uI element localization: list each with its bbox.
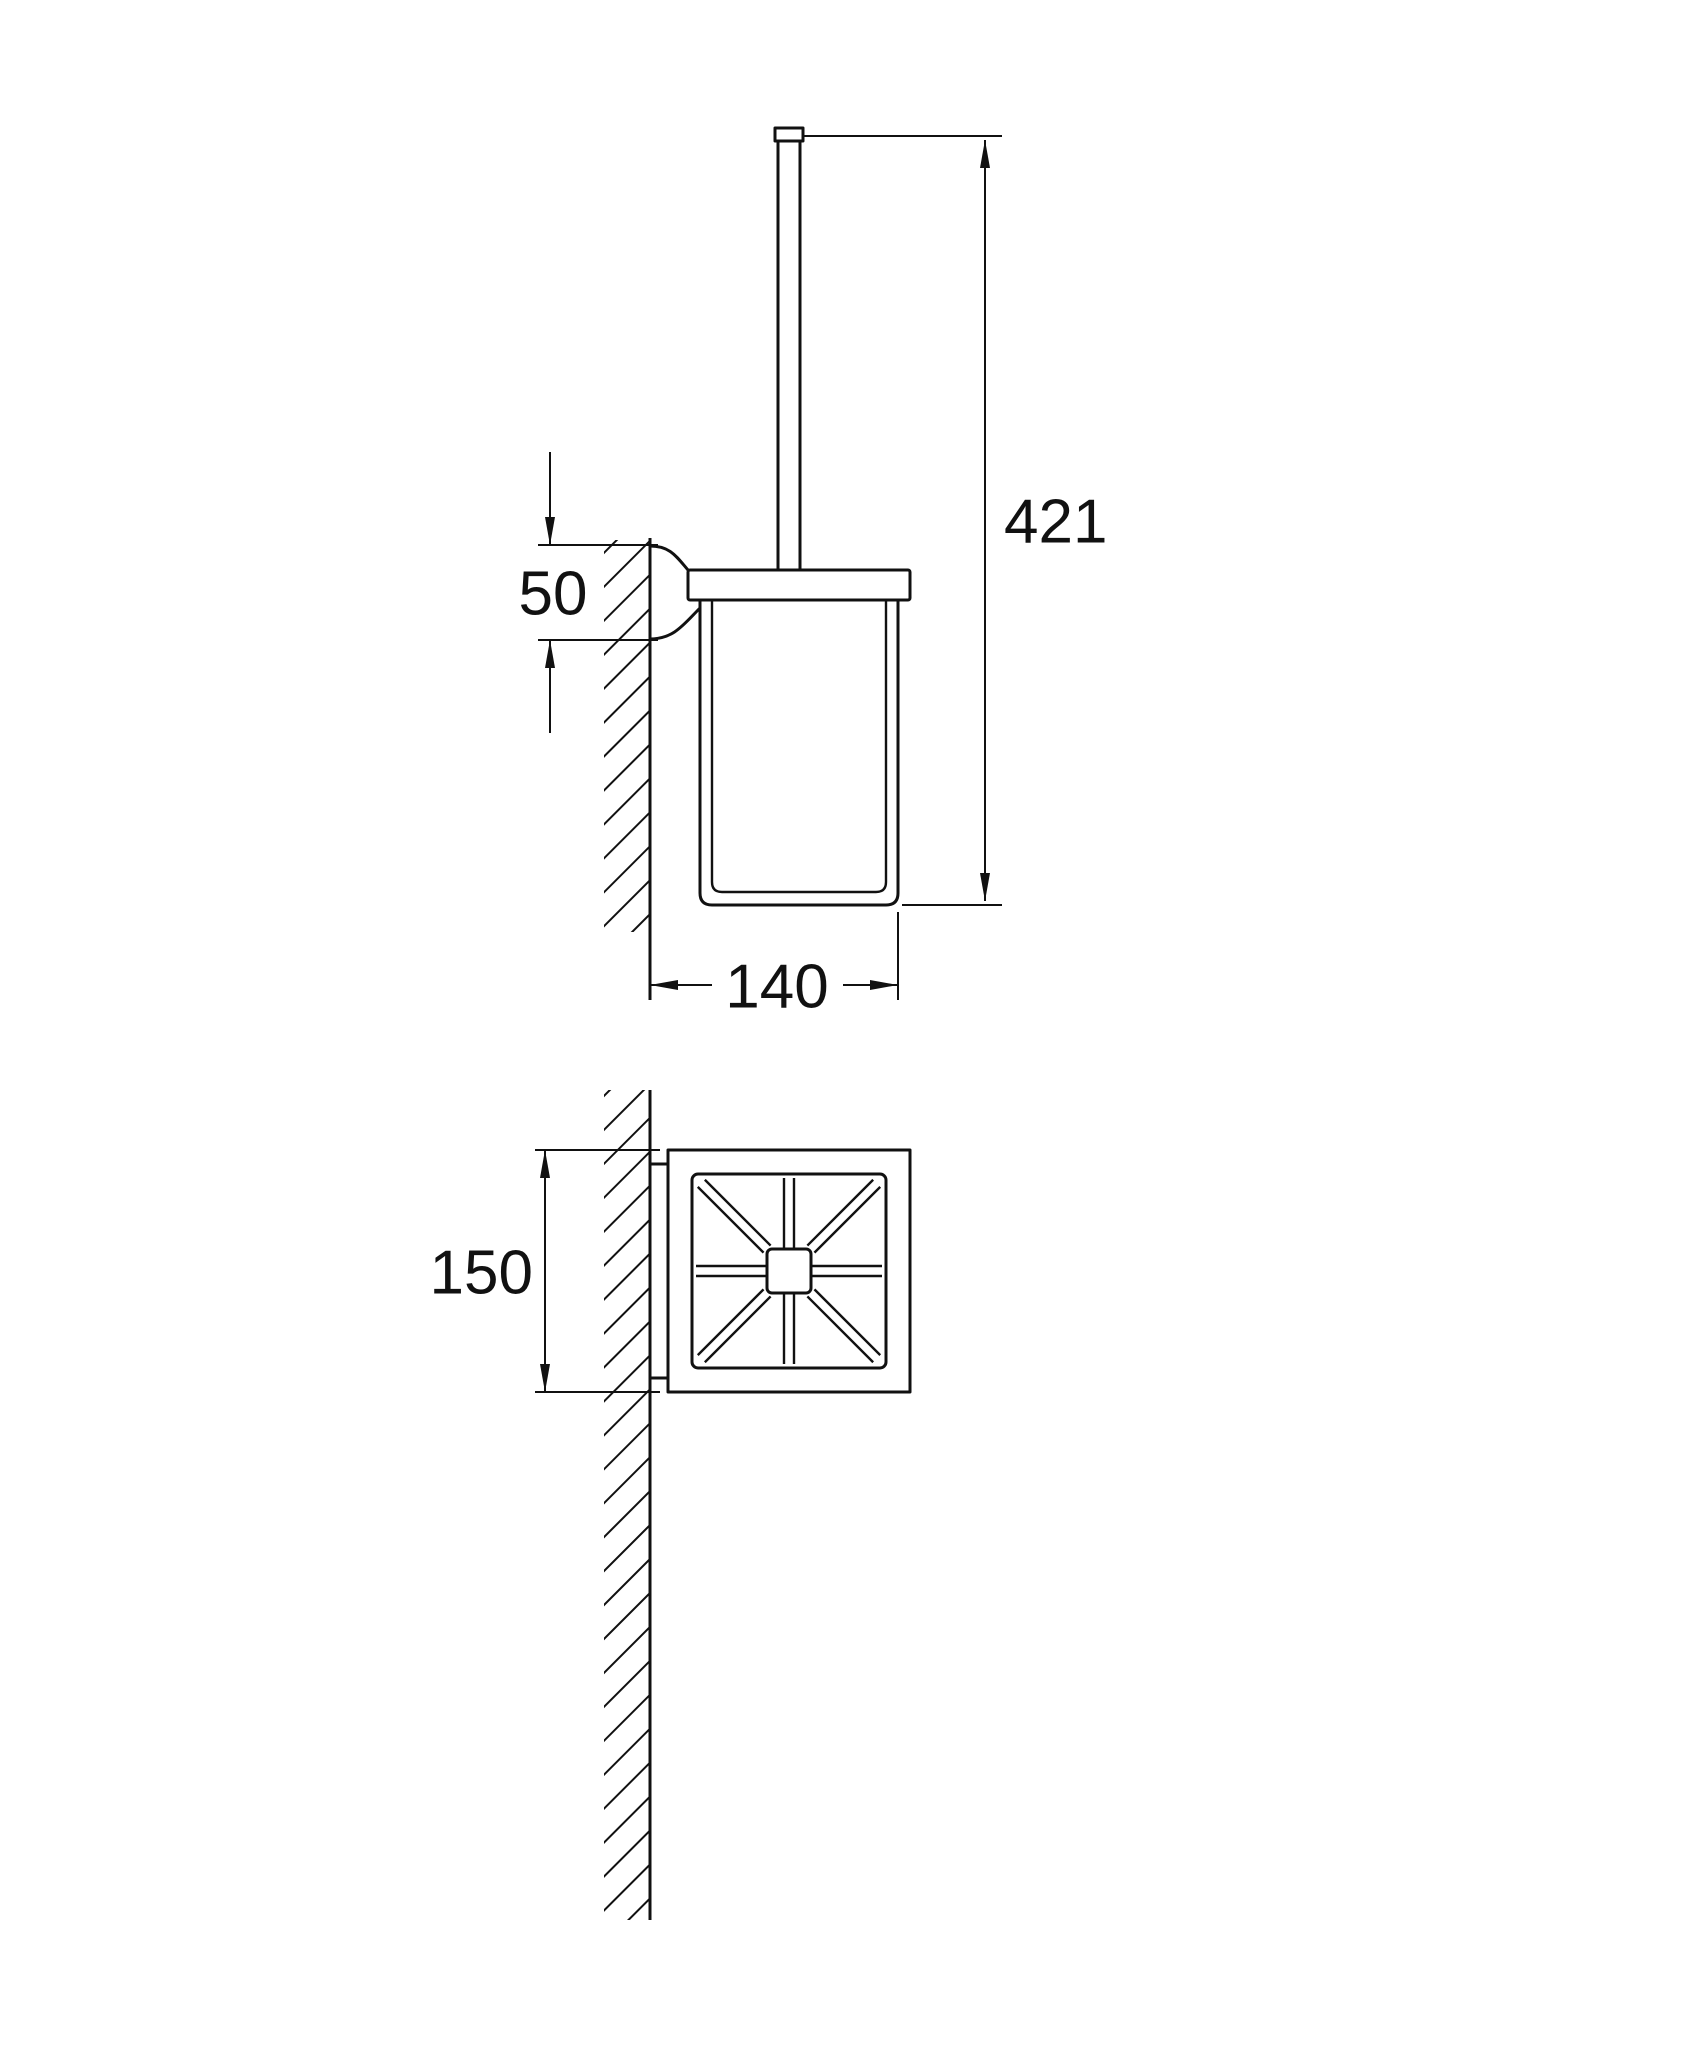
holder-cup-outer xyxy=(698,598,900,907)
side-view: 50 421 140 xyxy=(519,126,1107,1021)
wall-hatching xyxy=(604,1090,650,1920)
dimension-width: 150 xyxy=(430,1149,660,1393)
spoke-left xyxy=(696,1264,767,1278)
plan-view: 150 xyxy=(430,1090,912,1920)
wall-mounting-plate xyxy=(648,1162,670,1380)
dimension-total-height: 421 xyxy=(803,135,1107,906)
spoke-pattern xyxy=(696,1178,882,1364)
brush-handle xyxy=(776,126,802,572)
spoke-down xyxy=(782,1293,796,1364)
spoke-diagonal-ne xyxy=(806,1178,882,1254)
dimension-bracket-height: 50 xyxy=(519,452,658,733)
spoke-up xyxy=(782,1178,796,1249)
bracket-top-edge xyxy=(649,544,690,571)
brush-handle-cap xyxy=(773,126,805,143)
dimension-label-total-height: 421 xyxy=(1004,487,1107,556)
dimension-label-depth: 140 xyxy=(725,952,828,1021)
holder-cup-inner xyxy=(710,600,888,894)
holder-lid-plate xyxy=(686,568,912,602)
spoke-right xyxy=(811,1264,882,1278)
dimension-depth: 140 xyxy=(650,912,899,1021)
spoke-diagonal-se xyxy=(806,1288,882,1364)
wall-hatching xyxy=(604,540,650,932)
wall-bracket xyxy=(649,544,702,641)
brush-socket xyxy=(765,1247,813,1295)
bracket-bottom-edge xyxy=(649,606,702,641)
spoke-diagonal-sw xyxy=(696,1288,772,1364)
flange-inner-square xyxy=(690,1172,888,1370)
dimension-label-bracket-height: 50 xyxy=(519,559,588,628)
spoke-diagonal-nw xyxy=(696,1178,772,1254)
dimension-label-width: 150 xyxy=(430,1238,533,1307)
